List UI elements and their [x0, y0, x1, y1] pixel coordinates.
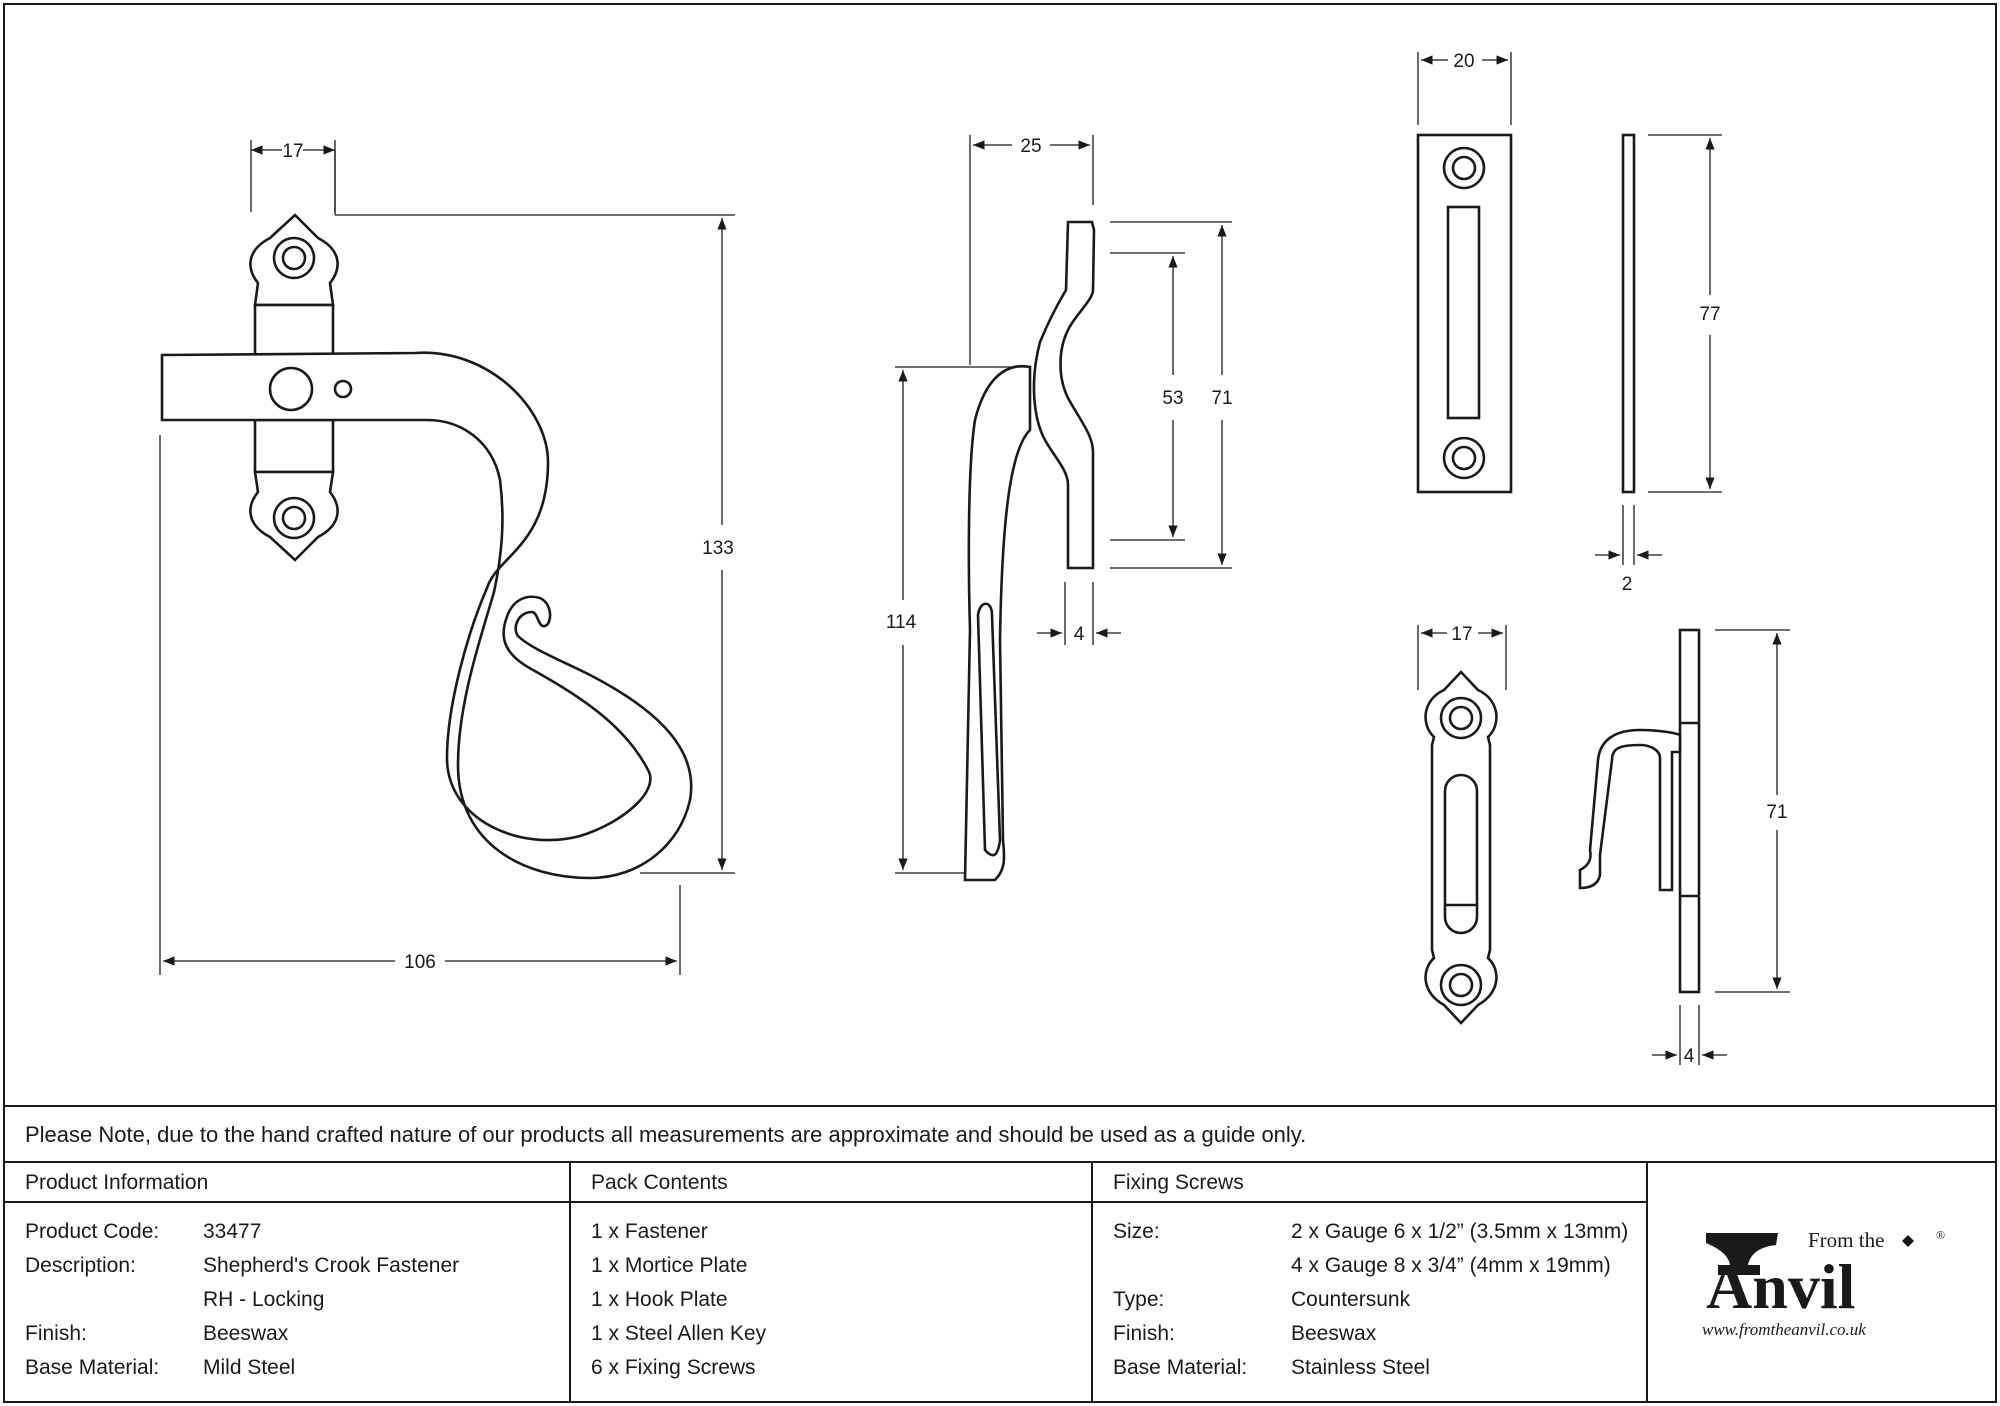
side-handle-inner — [976, 602, 1002, 857]
locking-pin — [333, 379, 353, 399]
allen-key-socket — [268, 366, 314, 412]
mortice-hole-top-inner — [1451, 155, 1477, 181]
pack-contents-panel: Pack Contents 1 x Fastener 1 x Mortice P… — [571, 1163, 1093, 1401]
fixing-screws-title: Fixing Screws — [1093, 1163, 1646, 1203]
mortice-hole-bottom-inner — [1451, 445, 1477, 471]
dim-fastener-height: 133 — [702, 538, 734, 559]
anvil-icon — [1706, 1233, 1778, 1275]
product-code-label: Product Code: — [25, 1220, 160, 1243]
fastener-side-view: 25 114 53 71 4 — [886, 135, 1233, 882]
hook-plate-hole-bottom-inner — [1448, 972, 1474, 998]
screw-size-value-line2: 4 x Gauge 8 x 3/4” (4mm x 19mm) — [1291, 1254, 1611, 1277]
screw-hole-bottom-inner — [281, 505, 307, 531]
pack-item: 1 x Fastener — [591, 1220, 708, 1243]
disclaimer-note: Please Note, due to the hand crafted nat… — [5, 1105, 1995, 1163]
hook-plate-side — [1678, 628, 1701, 994]
base-material-label: Base Material: — [25, 1356, 160, 1379]
dim-fastener-length: 106 — [404, 952, 436, 973]
pack-contents-title: Pack Contents — [571, 1163, 1091, 1203]
screw-hole-top-inner — [281, 245, 307, 271]
product-information-title: Product Information — [5, 1163, 569, 1203]
screw-finish-label: Finish: — [1113, 1322, 1175, 1345]
dim-fastener-width: 17 — [282, 141, 303, 162]
fastener-backplate-neck-lower — [253, 418, 335, 474]
screw-size-value: 2 x Gauge 6 x 1/2” (3.5mm x 13mm) — [1291, 1220, 1629, 1243]
dim-mortice-width: 20 — [1453, 51, 1474, 72]
technical-drawing: 17 133 106 25 114 53 — [159, 51, 1790, 1067]
screw-size-label: Size: — [1113, 1220, 1160, 1243]
hook-plate-view: 17 71 4 — [1417, 624, 1790, 1067]
dim-hook-plate-width: 17 — [1451, 624, 1472, 645]
dim-hook-plate-thickness: 4 — [1684, 1046, 1695, 1067]
screw-finish-value: Beeswax — [1291, 1322, 1377, 1345]
dim-hook-inner: 53 — [1162, 388, 1183, 409]
mortice-plate-edge — [1621, 133, 1636, 494]
dim-mortice-height: 77 — [1699, 304, 1720, 325]
base-material-value: Mild Steel — [203, 1356, 296, 1379]
brand-logo: From the ® Anvil www.fromtheanvil.co.uk — [1648, 1163, 1995, 1401]
hook-plate-hole-top-inner — [1448, 705, 1474, 731]
dim-hook-outer: 71 — [1211, 388, 1232, 409]
crook-arm — [160, 351, 693, 880]
drawing-sheet — [3, 3, 1997, 1403]
hook-plate-slot — [1443, 773, 1479, 935]
screw-type-label: Type: — [1113, 1288, 1165, 1311]
pack-item: 1 x Hook Plate — [591, 1288, 728, 1311]
logo-registered: ® — [1936, 1228, 1945, 1242]
screw-material-value: Stainless Steel — [1291, 1356, 1430, 1379]
product-information-panel: Product Information Product Code: 33477 D… — [5, 1163, 571, 1401]
description-value: Shepherd's Crook Fastener — [203, 1254, 460, 1277]
pack-item: 1 x Steel Allen Key — [591, 1322, 767, 1345]
mortice-slot — [1446, 205, 1481, 420]
product-code-value: 33477 — [203, 1220, 262, 1243]
description-value-line2: RH - Locking — [203, 1288, 325, 1311]
hook-plate-hook — [1578, 728, 1682, 892]
finish-label: Finish: — [25, 1322, 87, 1345]
logo-big-text: Anvil — [1706, 1251, 1855, 1322]
pack-item: 1 x Mortice Plate — [591, 1254, 748, 1277]
screw-type-value: Countersunk — [1291, 1288, 1411, 1311]
mortice-plate-view: 20 77 2 — [1416, 51, 1722, 595]
dim-hook-plate-height: 71 — [1766, 802, 1787, 823]
description-label: Description: — [25, 1254, 136, 1277]
side-hook — [1032, 220, 1096, 570]
dim-side-height: 114 — [886, 612, 917, 633]
dim-mortice-thickness: 2 — [1622, 574, 1633, 595]
screw-material-label: Base Material: — [1113, 1356, 1248, 1379]
fixing-screws-panel: Fixing Screws Size: 2 x Gauge 6 x 1/2” (3… — [1093, 1163, 1648, 1401]
pack-item: 6 x Fixing Screws — [591, 1356, 756, 1379]
logo-url: www.fromtheanvil.co.uk — [1702, 1320, 1866, 1339]
dim-hook-thickness: 4 — [1074, 624, 1085, 645]
diamond-icon — [1902, 1235, 1914, 1247]
finish-value: Beeswax — [203, 1322, 289, 1345]
logo-small-text: From the — [1808, 1228, 1884, 1252]
fastener-front-view: 17 133 106 — [159, 140, 735, 975]
dim-side-offset: 25 — [1020, 136, 1041, 157]
fastener-backplate-neck — [253, 303, 335, 361]
